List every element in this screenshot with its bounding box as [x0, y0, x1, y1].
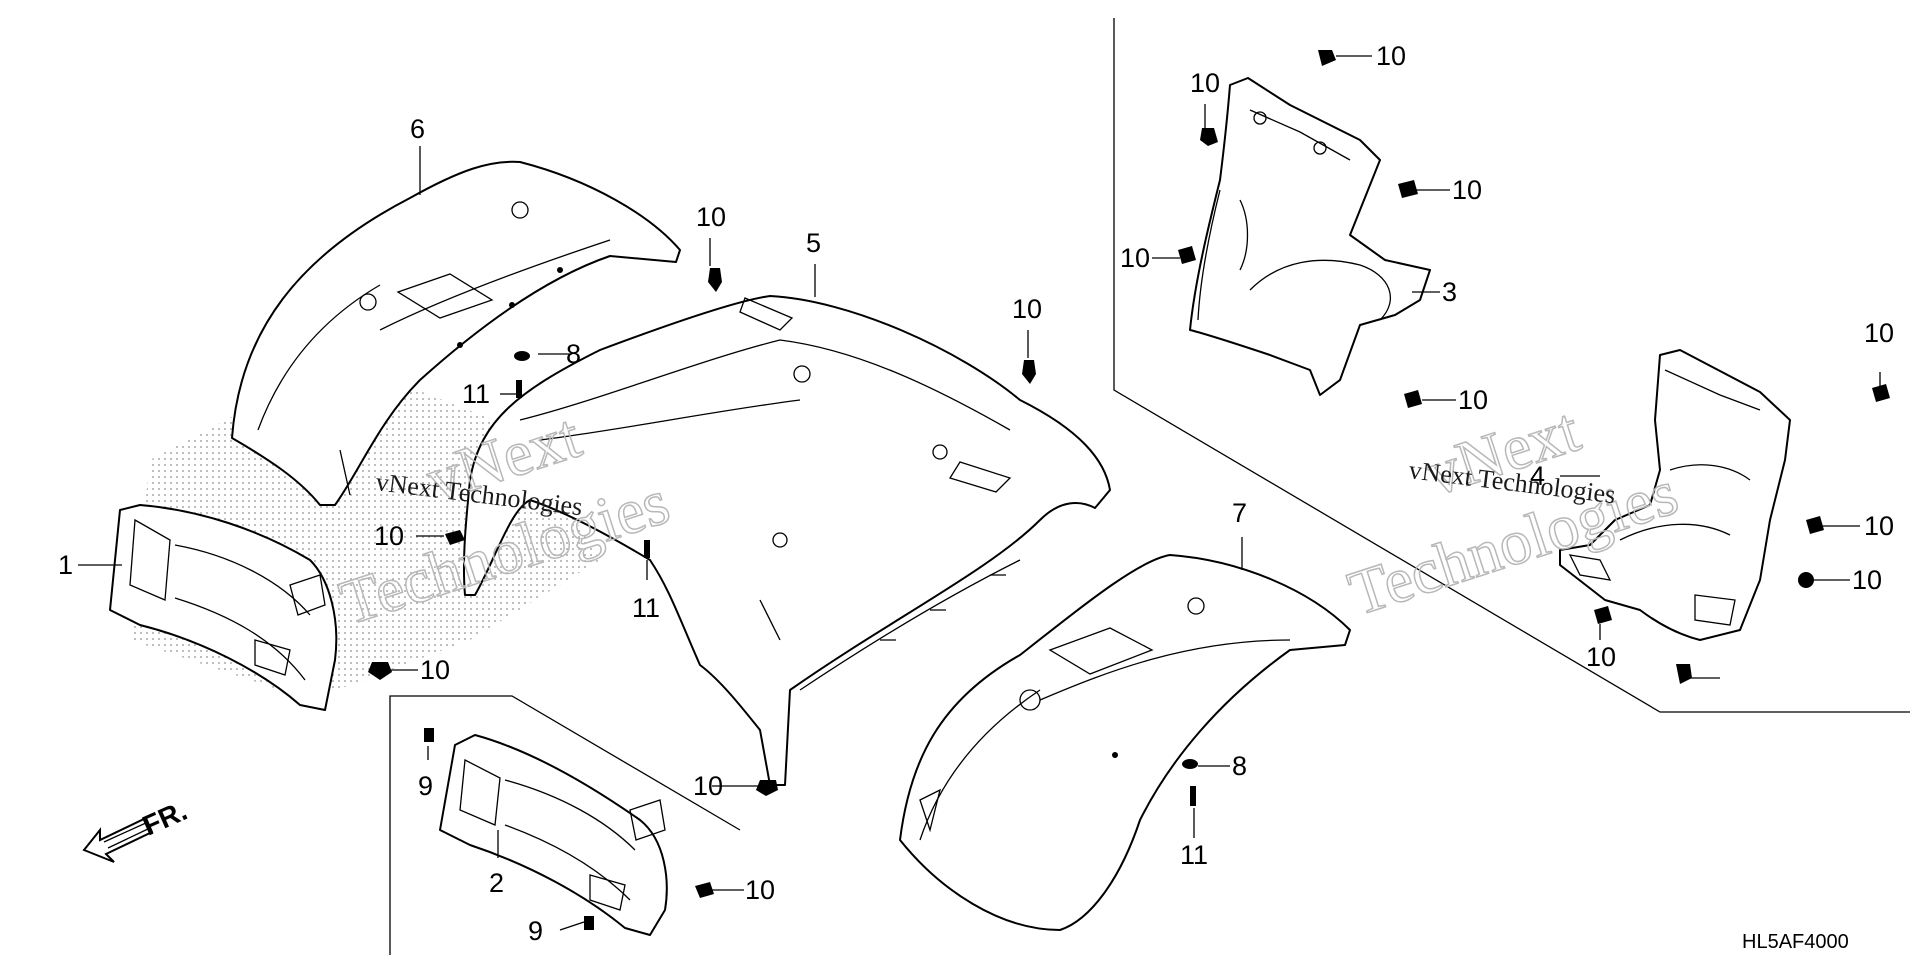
- callout-part-10-o: 10: [1586, 642, 1616, 672]
- callout-part-10-d: 10: [374, 521, 404, 551]
- clip-10-g: [1318, 50, 1336, 66]
- callout-part-10-i: 10: [1452, 175, 1482, 205]
- callout-part-6: 6: [410, 114, 425, 144]
- clip-10-e: [445, 530, 465, 545]
- callout-part-7: 7: [1232, 498, 1247, 528]
- leader-lines: [78, 55, 1881, 931]
- clip-10-o: [1594, 606, 1612, 624]
- bolt-11-c: [1190, 786, 1196, 806]
- callouts: 1 2 3 4 5 6 7 8 8 9 9 10 10 10 10 10 10 …: [58, 41, 1894, 946]
- callout-part-10-c: 10: [420, 655, 450, 685]
- callout-part-5: 5: [806, 228, 821, 258]
- callout-part-8-b: 8: [1232, 751, 1247, 781]
- callout-part-10-m: 10: [1864, 511, 1894, 541]
- callout-part-10-k: 10: [1458, 385, 1488, 415]
- clip-10-b: [1022, 360, 1036, 384]
- nut-8-a: [514, 351, 530, 361]
- bolt-9-a: [424, 728, 434, 742]
- front-direction-arrow: FR.: [82, 795, 192, 863]
- callout-part-11-a: 11: [462, 379, 490, 409]
- clip-10-c: [368, 662, 392, 680]
- callout-part-4: 4: [1530, 461, 1545, 491]
- clip-10-d: [756, 780, 778, 796]
- callout-part-10-e: 10: [693, 771, 723, 801]
- part-2-inner-panel-lower: [439, 734, 668, 936]
- callout-part-10-l: 10: [1864, 318, 1894, 348]
- clip-10-f: [695, 882, 714, 898]
- callout-part-1: 1: [58, 550, 73, 580]
- part-5-rear-fender-center: [462, 295, 1111, 786]
- callout-part-10-n: 10: [1852, 565, 1882, 595]
- part-4-panel-lower-right: [1559, 349, 1791, 641]
- clip-10-j: [1178, 246, 1196, 264]
- callout-part-8-a: 8: [566, 339, 581, 369]
- callout-part-10-g: 10: [1376, 41, 1406, 71]
- callout-part-2: 2: [489, 868, 504, 898]
- separator-lines: [389, 18, 1910, 955]
- clip-10-h: [1200, 128, 1218, 146]
- clip-10-a: [708, 268, 722, 292]
- bolt-11-b: [644, 540, 650, 558]
- nut-8-b: [1182, 759, 1198, 769]
- callout-part-11-c: 11: [1180, 840, 1208, 870]
- part-7-rear-fender-right: [899, 554, 1351, 931]
- clip-10-l: [1872, 384, 1890, 402]
- callout-part-10-b: 10: [1012, 294, 1042, 324]
- part-3-panel-upper-right: [1189, 77, 1431, 396]
- clip-10-i: [1398, 180, 1418, 198]
- part-6-rear-fender-left: [231, 160, 681, 506]
- callout-part-9-a: 9: [418, 771, 433, 801]
- fasteners: [368, 50, 1890, 930]
- callout-part-11-b: 11: [632, 593, 660, 623]
- callout-part-3: 3: [1442, 277, 1457, 307]
- clip-10-n: [1798, 572, 1814, 588]
- clip-10-k: [1404, 390, 1422, 408]
- callout-part-10-a: 10: [696, 202, 726, 232]
- callout-part-10-h: 10: [1190, 68, 1220, 98]
- diagram-code: HL5AF4000: [1742, 931, 1849, 953]
- bolt-9-b: [584, 916, 594, 930]
- bolt-11-a: [516, 380, 522, 398]
- clip-10-m: [1806, 516, 1824, 534]
- callout-part-10-j: 10: [1120, 243, 1150, 273]
- callout-part-9-b: 9: [528, 916, 543, 946]
- part-1-inner-panel-left: [109, 504, 338, 711]
- clip-10-p: [1676, 664, 1692, 684]
- callout-part-10-f: 10: [745, 875, 775, 905]
